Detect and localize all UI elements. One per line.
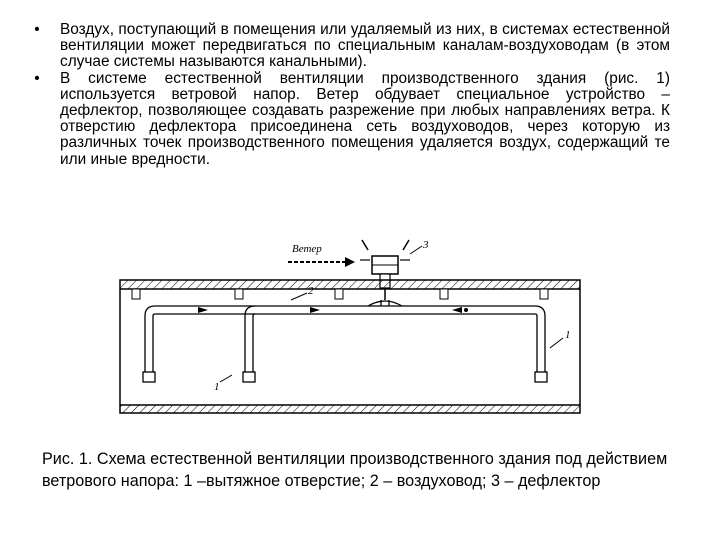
roof: [119, 279, 581, 290]
ceiling-vents: [131, 288, 549, 300]
bullet-item: • Воздух, поступающий в помещения или уд…: [30, 21, 670, 71]
label-1-right: 1: [565, 329, 571, 341]
deflector: [360, 239, 410, 300]
floor: [119, 404, 581, 414]
label-3: 3: [422, 239, 429, 251]
bullet-marker: •: [34, 21, 40, 38]
figure-caption: Рис. 1. Схема естественной вентиляции пр…: [42, 450, 668, 490]
flow-arrows: [198, 307, 468, 313]
bullet-text: Воздух, поступающий в помещения или удал…: [60, 21, 670, 71]
ventilation-diagram: Ветер 3: [119, 239, 581, 414]
wind-arrow-icon: [288, 257, 355, 267]
air-duct: [144, 300, 546, 372]
bullet-marker: •: [34, 69, 40, 87]
label-2: 2: [308, 285, 314, 297]
exhaust-openings: [142, 371, 548, 383]
wind-label: Ветер: [292, 243, 322, 255]
label-1-left: 1: [214, 381, 220, 393]
bullet-item: • В системе естественной вентиляции прои…: [30, 69, 670, 168]
bullet-list: • Воздух, поступающий в помещения или уд…: [30, 21, 670, 168]
bullet-text: В системе естественной вентиляции произв…: [60, 69, 670, 168]
